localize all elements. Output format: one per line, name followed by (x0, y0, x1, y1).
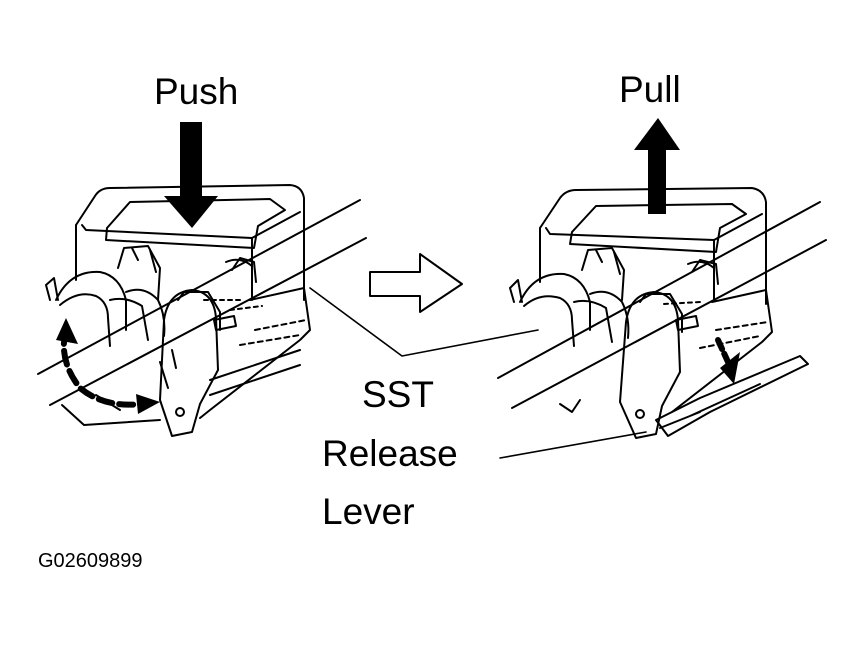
right-u-clip-2 (573, 299, 613, 343)
release-lever-leader-line (499, 431, 647, 459)
right-release-lever (619, 291, 681, 439)
direction-arrow (369, 253, 463, 313)
sst-tool (655, 355, 809, 437)
lever-label: Lever (322, 491, 415, 532)
right-u-clip-1 (519, 272, 591, 331)
pull-arrow (634, 118, 680, 214)
left-rotation-arrow (60, 327, 145, 408)
push-label: Push (154, 71, 239, 112)
left-connector (37, 184, 367, 437)
right-top-panel (569, 203, 747, 253)
sst-leader-line (309, 287, 539, 357)
right-connector (497, 187, 827, 439)
left-pipe (37, 199, 367, 406)
left-top-panel (105, 198, 286, 249)
left-u-clip-1 (55, 270, 127, 331)
pull-label: Pull (619, 69, 681, 110)
left-release-lever (159, 289, 219, 437)
sst-label: SST (362, 374, 434, 415)
left-u-clip-2 (109, 297, 149, 341)
right-pipe (497, 201, 827, 409)
release-label: Release (322, 433, 458, 474)
right-lever-arrow (715, 337, 731, 365)
figure-code: G02609899 (38, 550, 143, 572)
push-arrow (164, 122, 218, 228)
